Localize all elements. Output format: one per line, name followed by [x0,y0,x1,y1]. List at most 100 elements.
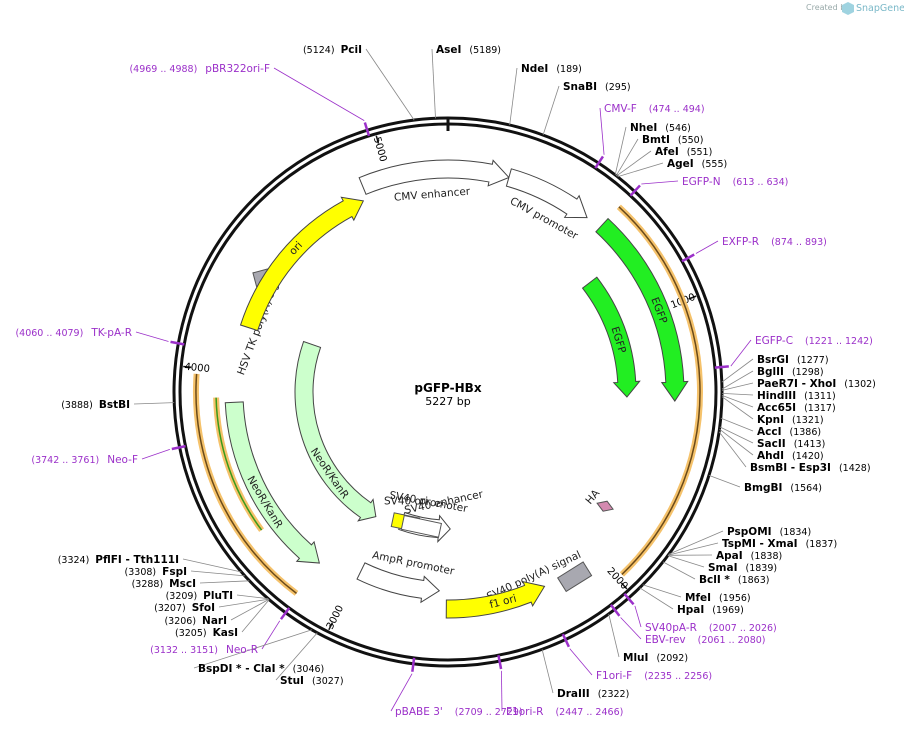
site-line [642,584,682,598]
primer-name[interactable]: CMV-F [604,103,637,115]
primer-name[interactable]: Neo-R [226,644,258,656]
site-name[interactable]: AfeI [655,146,679,158]
feature-cmv-promoter [505,168,588,219]
primer-name[interactable]: pBABE 3' [395,706,443,718]
primer-name[interactable]: SV40pA-R [645,622,697,634]
site-name[interactable]: PciI [341,44,362,56]
site-position: (1969) [712,605,744,616]
site-name[interactable]: AseI [436,44,461,56]
site-name[interactable]: SnaBI [563,81,597,93]
site-line [509,67,518,126]
primer-name[interactable]: pBR322ori-F [205,63,270,75]
site-position: (3209) [166,591,198,602]
site-line [721,382,754,391]
site-position: (1564) [790,483,822,494]
site-line [719,428,754,456]
site-name[interactable]: KasI [213,627,238,639]
site-name[interactable]: HindIII [757,390,796,402]
site-name[interactable]: TspMI - XmaI [722,538,798,550]
primer-name[interactable]: EBV-rev [645,634,686,646]
primer-line [641,180,679,185]
site-name[interactable]: PflFI - Tth111I [95,554,179,566]
site-name[interactable]: PspOMI [727,526,772,538]
site-name[interactable]: MfeI [685,592,711,604]
primer-name[interactable]: Neo-F [107,454,138,466]
primer-line [620,617,642,640]
site-line [218,598,269,608]
site-name[interactable]: SacII [757,438,786,450]
primer-name[interactable]: TK-pA-R [90,327,132,339]
site-position: (3288) [132,579,164,590]
site-position: (1839) [746,563,778,574]
primer-position: (874 .. 893) [771,237,827,248]
site-name[interactable]: SmaI [708,562,738,574]
site-name[interactable]: NarI [202,615,227,627]
site-name[interactable]: PaeR7I - XhoI [757,378,836,390]
site-name[interactable]: AhdI [757,450,784,462]
feature-label-neor-outer: NeoR/KanR [244,474,285,530]
site-name[interactable]: HpaI [677,604,704,616]
site-name[interactable]: PluTI [203,590,233,602]
site-name[interactable]: MscI [169,578,196,590]
primer-name[interactable]: EGFP-C [755,335,793,347]
site-name[interactable]: AgeI [667,158,694,170]
primer-mark [594,155,605,169]
site-name[interactable]: NdeI [521,63,548,75]
site-position: (1302) [844,379,876,390]
site-name[interactable]: StuI [280,675,304,687]
site-line [133,402,175,405]
primer-mark [714,365,729,369]
site-position: (3308) [125,567,157,578]
site-line [230,599,270,621]
site-position: (1321) [792,415,824,426]
site-name[interactable]: SfoI [192,602,215,614]
site-name[interactable]: BclI * [699,574,730,586]
site-name[interactable]: Acc65I [757,402,796,414]
site-line [720,417,754,432]
site-name[interactable]: BmtI [642,134,670,146]
site-name[interactable]: BstBI [99,399,130,411]
feature-label-neor-inner: NeoR/KanR [308,446,351,501]
site-name[interactable]: KpnI [757,414,784,426]
site-position: (1413) [794,439,826,450]
plasmid-size: 5227 bp [425,395,470,408]
site-position: (3324) [58,555,90,566]
primer-name[interactable]: EXFP-R [722,236,759,248]
site-position: (3207) [154,603,186,614]
site-name[interactable]: BsmBI - Esp3I [750,462,831,474]
site-position: (1317) [804,403,836,414]
feature-ampr-promoter [356,562,441,604]
site-position: (1837) [806,539,838,550]
site-position: (5124) [303,45,335,56]
site-position: (1277) [797,355,829,366]
site-name[interactable]: FspI [162,566,187,578]
site-position: (1834) [780,527,812,538]
primer-name[interactable]: F1ori-F [596,670,632,682]
site-name[interactable]: MluI [623,652,648,664]
primer-position: (2235 .. 2256) [644,671,712,682]
site-position: (1838) [751,551,783,562]
created-by-text: Created by [806,3,850,12]
primer-line [569,648,593,676]
site-name[interactable]: DraIII [557,688,590,700]
site-name[interactable]: BmgBI [744,482,782,494]
primer-name[interactable]: EGFP-N [682,176,721,188]
primer-mark [497,654,503,670]
site-name[interactable]: BglII [757,366,784,378]
primer-mark [609,604,621,617]
site-name[interactable]: ApaI [716,550,743,562]
site-position: (5189) [469,45,501,56]
primer-position: (474 .. 494) [649,104,705,115]
site-name[interactable]: AccI [757,426,781,438]
feature-neor-inner [294,340,377,522]
site-position: (555) [702,159,728,170]
site-name[interactable]: BsrGI [757,354,789,366]
site-name[interactable]: NheI [630,122,657,134]
site-line [182,558,242,573]
primer-line [135,331,169,342]
site-position: (1386) [789,427,821,438]
site-name[interactable]: BspDI * - ClaI * [198,663,285,675]
primer-name[interactable]: F1ori-R [506,706,543,718]
primer-line [599,107,605,155]
primer-position: (3742 .. 3761) [31,455,99,466]
